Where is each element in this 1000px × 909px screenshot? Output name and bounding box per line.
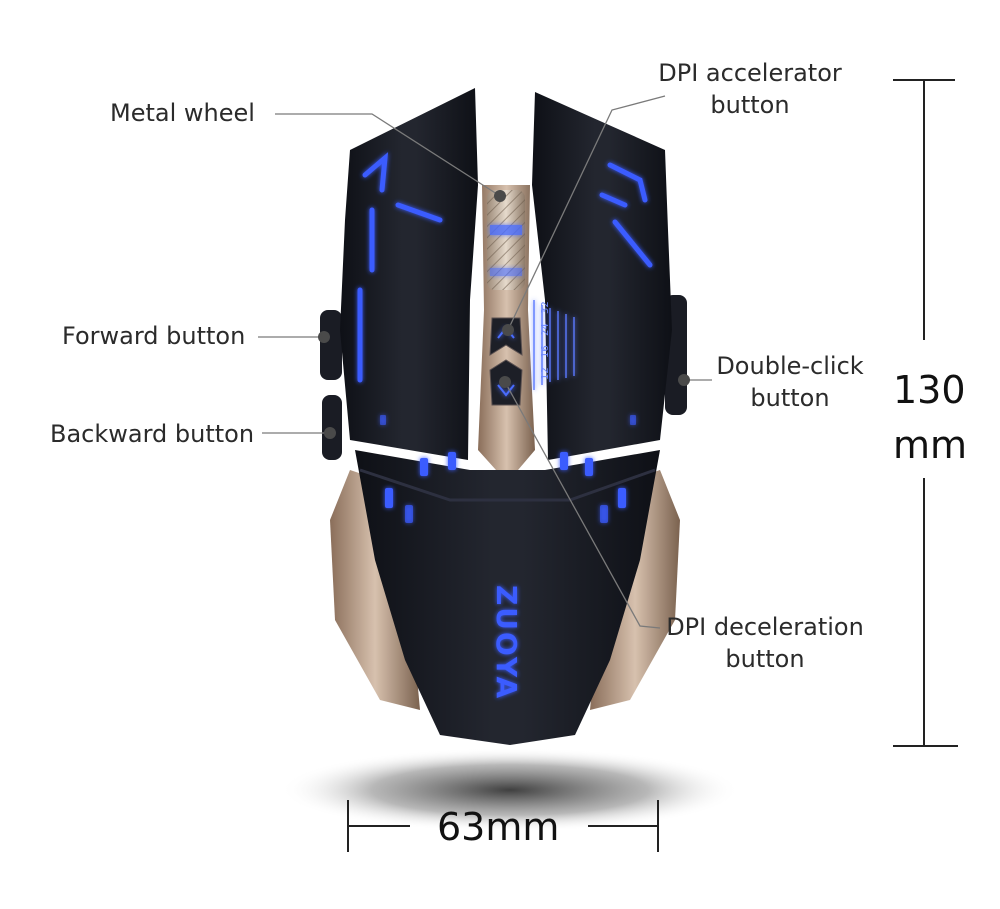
dpi-scale (533, 300, 575, 390)
height-unit: mm (893, 423, 968, 467)
leader-dots (318, 190, 690, 439)
forward-button-shape (320, 310, 342, 380)
height-value: 130 (893, 368, 966, 412)
leader-lines (258, 95, 712, 629)
dpi-accelerator-label: DPI accelerator button (650, 57, 850, 121)
metal-wheel-label: Metal wheel (110, 99, 255, 127)
height-dimension (893, 79, 958, 747)
dpi-up-button-shape (489, 317, 523, 356)
dpi-mark-label: 32 (540, 301, 551, 314)
double-click-line-2: button (750, 384, 830, 412)
dpi-accelerator-line-2: button (710, 91, 790, 119)
dpi-deceleration-line-1: DPI deceleration (666, 613, 864, 641)
shell-glow-accents (357, 152, 653, 383)
dpi-accelerator-line-1: DPI accelerator (658, 59, 842, 87)
dpi-mark-label: 16 (540, 345, 551, 358)
dpi-mark-label: 24 (540, 323, 551, 336)
dpi-mark-labels: 12 16 24 32 (540, 301, 551, 380)
brand-logo: ZUOYA (490, 585, 523, 700)
width-dimension (347, 800, 659, 852)
left-click-shell (340, 88, 478, 460)
floor-shadow (280, 748, 740, 832)
brand-logo-text: ZUOYA (490, 585, 523, 700)
side-frame-left (330, 470, 420, 710)
backward-button-label: Backward button (50, 420, 255, 448)
forward-button-label: Forward button (62, 322, 246, 350)
dpi-deceleration-line-2: button (725, 645, 805, 673)
width-label: 63mm (437, 805, 560, 849)
double-click-line-1: Double-click (716, 352, 864, 380)
double-click-label: Double-click button (705, 350, 875, 414)
led-slots (380, 415, 636, 523)
dpi-mark-label: 12 (540, 367, 551, 380)
dpi-deceleration-label: DPI deceleration button (660, 611, 870, 675)
right-click-shell (532, 92, 672, 460)
